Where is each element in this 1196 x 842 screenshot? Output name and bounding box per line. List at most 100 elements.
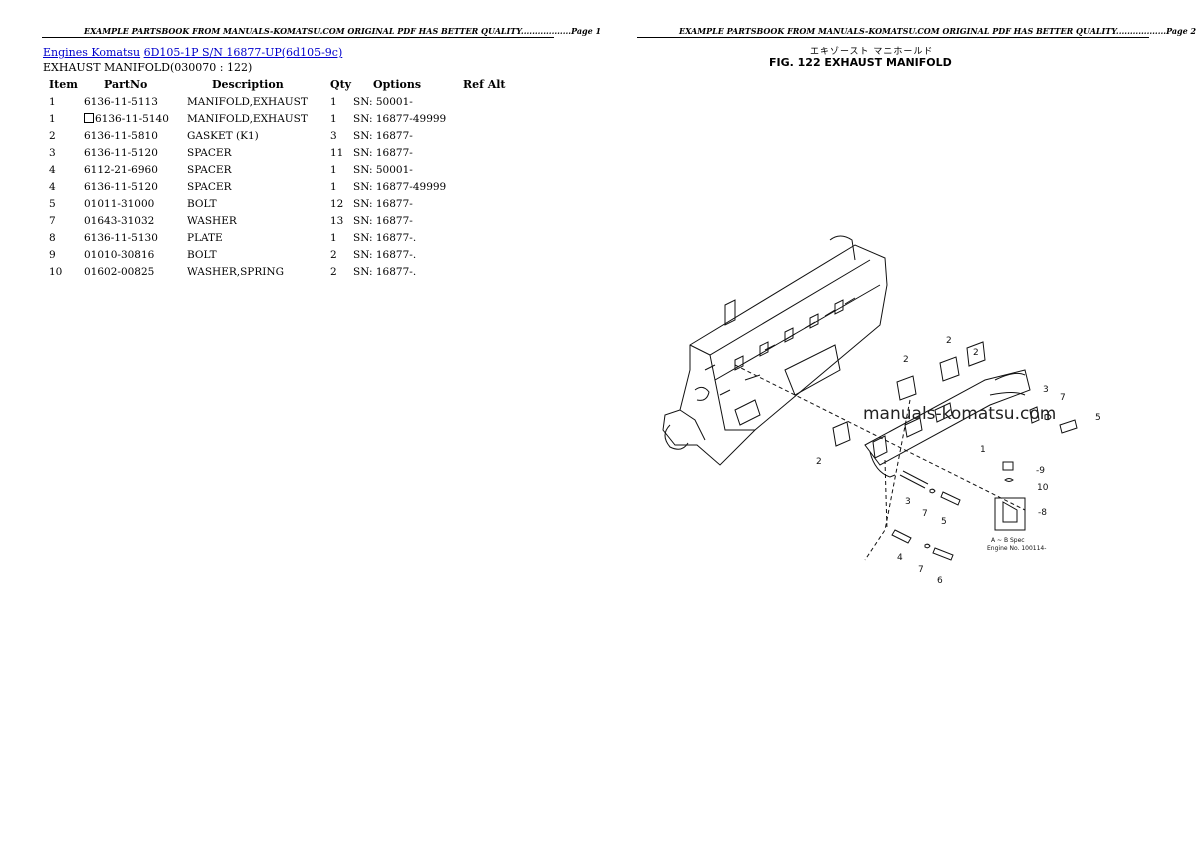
cell-item: 5 <box>43 195 84 212</box>
cell-item-text: 2 <box>49 129 56 142</box>
header-description: Description <box>212 78 284 91</box>
cell-partno: 01602-00825 <box>84 263 187 280</box>
cell-description: PLATE <box>187 229 330 246</box>
cell-qty-text: 1 <box>330 95 337 108</box>
cell-qty: 1 <box>330 229 353 246</box>
cell-qty: 1 <box>330 110 353 127</box>
cell-qty: 1 <box>330 93 353 110</box>
cell-qty-text: 2 <box>330 265 337 278</box>
cell-item-text: 5 <box>49 197 56 210</box>
cell-ref-alt <box>463 93 523 110</box>
cell-description-text: BOLT <box>187 248 217 261</box>
cell-qty-text: 13 <box>330 214 344 227</box>
header-partno: PartNo <box>104 78 148 91</box>
exhaust-manifold-diagram: 1 2 2 2 2 3 3 4 5 5 6 7 7 7 -9 10 -8 A ~… <box>662 235 1101 586</box>
cell-options-text: SN: 16877-. <box>353 248 417 261</box>
callout-3b: 3 <box>905 497 911 507</box>
figure-title-japanese: エキゾースト マニホールド <box>810 47 934 57</box>
cell-partno: 6112-21-6960 <box>84 161 187 178</box>
page-header: EXAMPLE PARTSBOOK FROM MANUALS-KOMATSU.C… <box>84 26 602 36</box>
callout-2a: 2 <box>816 457 822 467</box>
cell-qty-text: 11 <box>330 146 344 159</box>
cell-description-text: MANIFOLD,EXHAUST <box>187 112 308 125</box>
cell-item-text: 4 <box>49 180 56 193</box>
cell-options: SN: 16877-. <box>353 263 463 280</box>
cell-description: MANIFOLD,EXHAUST <box>187 93 330 110</box>
cell-partno-text: 6136-11-5120 <box>84 180 158 193</box>
cell-qty: 13 <box>330 212 353 229</box>
cell-item-text: 4 <box>49 163 56 176</box>
cell-description-text: MANIFOLD,EXHAUST <box>187 95 308 108</box>
callout-7a: 7 <box>1060 393 1066 403</box>
parts-table: Item PartNo Description Qty Options Ref … <box>43 76 523 280</box>
cell-item: 2 <box>43 127 84 144</box>
cell-item-text: 10 <box>49 265 63 278</box>
cell-partno: 6136-11-5810 <box>84 127 187 144</box>
cell-options-text: SN: 16877- <box>353 214 413 227</box>
gasket-parts <box>832 341 986 447</box>
cell-options-text: SN: 16877-49999 <box>353 180 447 193</box>
cell-partno-text: 6136-11-5810 <box>84 129 158 142</box>
callout-7b: 7 <box>922 509 928 519</box>
cell-item-text: 7 <box>49 214 56 227</box>
cell-item-text: 1 <box>49 112 56 125</box>
cell-item: 4 <box>43 161 84 178</box>
callout-1: 1 <box>980 445 986 455</box>
cell-description: WASHER <box>187 212 330 229</box>
cell-qty: 1 <box>330 178 353 195</box>
page-header: EXAMPLE PARTSBOOK FROM MANUALS-KOMATSU.C… <box>679 26 1196 36</box>
cell-options-text: SN: 16877-. <box>353 265 417 278</box>
cell-partno-text: 01011-31000 <box>84 197 155 210</box>
callout-5b: 5 <box>941 517 947 527</box>
cell-options: SN: 16877- <box>353 195 463 212</box>
cell-item: 4 <box>43 178 84 195</box>
cell-description: MANIFOLD,EXHAUST <box>187 110 330 127</box>
cell-item: 1 <box>43 110 84 127</box>
breadcrumb-link-engines[interactable]: Engines Komatsu <box>43 46 141 59</box>
cell-qty-text: 3 <box>330 129 337 142</box>
header-item: Item <box>49 78 78 91</box>
cell-partno: 01011-31000 <box>84 195 187 212</box>
cell-partno-text: 01010-30816 <box>84 248 155 261</box>
breadcrumb-link-model[interactable]: 6D105-1P S/N 16877-UP(6d105-9c) <box>143 46 343 59</box>
cell-ref-alt <box>463 229 523 246</box>
cell-qty: 3 <box>330 127 353 144</box>
cell-qty: 2 <box>330 263 353 280</box>
note-spec: A ~ B Spec <box>991 537 1025 544</box>
cell-description-text: SPACER <box>187 180 232 193</box>
cell-item: 7 <box>43 212 84 229</box>
cell-options: SN: 16877- <box>353 127 463 144</box>
table-row: 9 01010-30816 BOLT 2 SN: 16877-. <box>43 246 523 263</box>
cell-item-text: 8 <box>49 231 56 244</box>
header-divider <box>42 37 554 38</box>
cell-qty-text: 2 <box>330 248 337 261</box>
cell-partno-text: 01643-31032 <box>84 214 155 227</box>
cell-options-text: SN: 16877-. <box>353 231 417 244</box>
cell-partno-text: 01602-00825 <box>84 265 155 278</box>
callout-labels: 1 2 2 2 2 3 3 4 5 5 6 7 7 7 -9 10 -8 A ~… <box>816 336 1101 586</box>
cell-description: SPACER <box>187 144 330 161</box>
callout-3a: 3 <box>1043 385 1049 395</box>
cell-item-text: 9 <box>49 248 56 261</box>
section-subtitle: EXHAUST MANIFOLD(030070 : 122) <box>43 61 253 74</box>
callout-2b: 2 <box>903 355 909 365</box>
cell-item: 8 <box>43 229 84 246</box>
cell-description-text: BOLT <box>187 197 217 210</box>
cell-options-text: SN: 50001- <box>353 95 413 108</box>
page-2: EXAMPLE PARTSBOOK FROM MANUALS-KOMATSU.C… <box>595 0 1196 842</box>
cell-item-text: 3 <box>49 146 56 159</box>
note-engine-no: Engine No. 100114- <box>987 545 1046 552</box>
cell-options-text: SN: 50001- <box>353 163 413 176</box>
cell-partno: 6136-11-5120 <box>84 144 187 161</box>
cell-item: 3 <box>43 144 84 161</box>
manifold-part <box>864 369 1031 478</box>
cell-ref-alt <box>463 161 523 178</box>
callout-6: 6 <box>937 576 943 586</box>
cell-partno: 6136-11-5113 <box>84 93 187 110</box>
cell-ref-alt <box>463 212 523 229</box>
cell-options: SN: 50001- <box>353 161 463 178</box>
cell-qty-text: 1 <box>330 163 337 176</box>
